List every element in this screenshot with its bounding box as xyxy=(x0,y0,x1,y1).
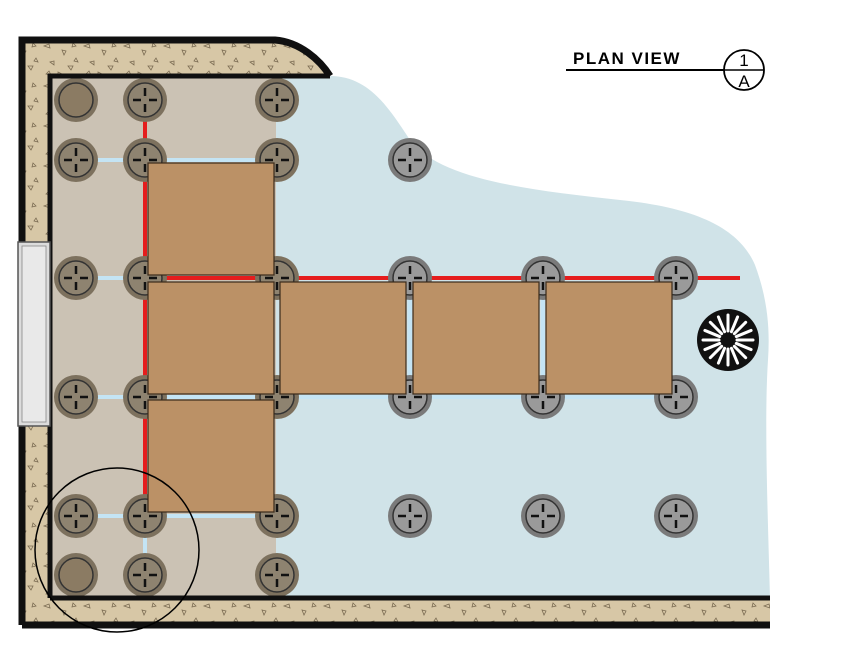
pedestal-r6c3 xyxy=(255,553,299,597)
pedestal-r2c4 xyxy=(388,138,432,182)
drain-icon xyxy=(697,309,759,371)
pedestal-r5c1 xyxy=(54,494,98,538)
pedestal-r6c2 xyxy=(123,553,167,597)
paver-4 xyxy=(412,281,540,395)
paver-2 xyxy=(147,281,275,395)
pedestal-r5c5 xyxy=(521,494,565,538)
detail-number: 1 xyxy=(739,51,748,70)
pedestal-r5c6 xyxy=(654,494,698,538)
plan-view-title-block: PLAN VIEW 1 A xyxy=(566,49,765,91)
sheet-letter: A xyxy=(738,72,750,91)
pedestal-r5c4 xyxy=(388,494,432,538)
pedestal-r6c1 xyxy=(54,553,98,597)
access-door xyxy=(17,241,51,427)
pedestal-r3c1 xyxy=(54,256,98,300)
paver-3 xyxy=(279,281,407,395)
pedestal-r1c3 xyxy=(255,78,299,122)
pedestal-r1c2 xyxy=(123,78,167,122)
pedestal-layer xyxy=(54,78,698,597)
paver-layer xyxy=(147,162,673,513)
detail-callout-circle xyxy=(34,467,200,633)
paver-1 xyxy=(147,162,275,276)
plan-view-label: PLAN VIEW xyxy=(573,49,681,68)
paver-6 xyxy=(147,399,275,513)
paver-5 xyxy=(545,281,673,395)
pedestal-r1c1 xyxy=(54,78,98,122)
pedestal-r2c1 xyxy=(54,138,98,182)
pedestal-r4c1 xyxy=(54,375,98,419)
membrane-edge-lines xyxy=(143,120,740,505)
pond-wall-outline xyxy=(18,36,770,629)
